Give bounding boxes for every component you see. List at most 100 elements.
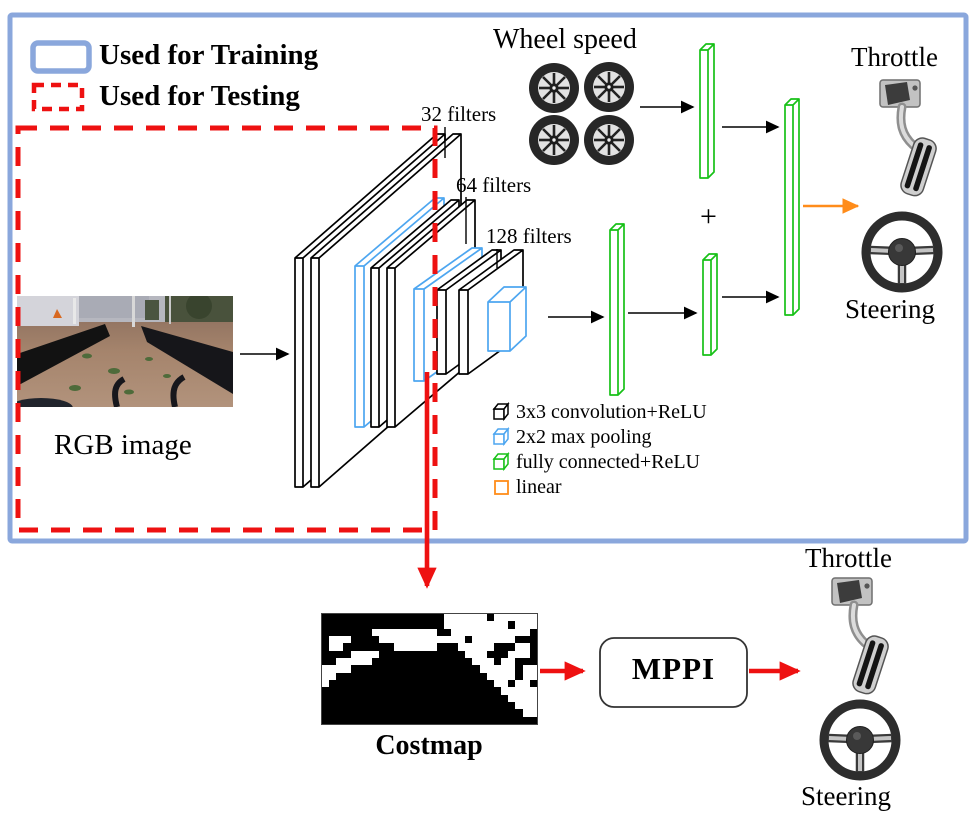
fc-cube-icon bbox=[492, 451, 510, 472]
costmap-cell bbox=[486, 694, 494, 702]
costmap-cell bbox=[436, 636, 444, 644]
costmap-cell bbox=[450, 716, 459, 724]
costmap-cell bbox=[422, 621, 430, 629]
costmap-cell bbox=[522, 709, 530, 717]
costmap-cell bbox=[386, 665, 394, 673]
testing-arrows bbox=[417, 372, 801, 681]
costmap-cell bbox=[322, 658, 330, 666]
costmap-cell bbox=[329, 702, 337, 710]
costmap-cell bbox=[364, 672, 373, 680]
costmap-cell bbox=[422, 694, 430, 702]
costmap-cell bbox=[522, 672, 530, 680]
costmap-cell bbox=[343, 658, 351, 666]
costmap-cell bbox=[364, 665, 373, 673]
steering-output-label: Steering bbox=[845, 294, 935, 324]
costmap-cell bbox=[343, 672, 351, 680]
costmap-cell bbox=[322, 716, 330, 724]
costmap-cell bbox=[343, 614, 351, 622]
costmap-cell bbox=[465, 628, 473, 636]
costmap-cell bbox=[400, 650, 408, 658]
costmap-cell bbox=[393, 650, 401, 658]
costmap-cell bbox=[329, 628, 337, 636]
costmap-cell bbox=[372, 621, 380, 629]
costmap-cell bbox=[508, 687, 516, 695]
costmap-cell bbox=[486, 680, 494, 688]
costmap-cell bbox=[407, 680, 416, 688]
costmap-cell bbox=[429, 643, 437, 651]
costmap-cell bbox=[443, 636, 451, 644]
costmap-cell bbox=[515, 665, 523, 673]
costmap-cell bbox=[350, 672, 358, 680]
costmap-cell bbox=[508, 672, 516, 680]
costmap-cell bbox=[472, 621, 480, 629]
costmap-cell bbox=[529, 702, 537, 710]
costmap-cell bbox=[436, 680, 444, 688]
mppi-box bbox=[599, 637, 748, 708]
costmap-cell bbox=[422, 643, 430, 651]
costmap-cell bbox=[493, 665, 502, 673]
costmap-cell bbox=[436, 665, 444, 673]
costmap-cell bbox=[429, 650, 437, 658]
costmap-cell bbox=[386, 621, 394, 629]
costmap-cell bbox=[436, 716, 444, 724]
costmap-cell bbox=[493, 614, 502, 622]
costmap-cell bbox=[322, 694, 330, 702]
costmap-cell bbox=[407, 694, 416, 702]
costmap-cell bbox=[465, 650, 473, 658]
costmap-cell bbox=[407, 672, 416, 680]
costmap-cell bbox=[322, 665, 330, 673]
costmap-cell bbox=[393, 665, 401, 673]
costmap-cell bbox=[515, 650, 523, 658]
costmap-cell bbox=[429, 672, 437, 680]
costmap-cell bbox=[372, 716, 380, 724]
costmap-cell bbox=[429, 665, 437, 673]
costmap-cell bbox=[429, 658, 437, 666]
costmap-cell bbox=[486, 702, 494, 710]
flow-arrows bbox=[240, 100, 780, 361]
costmap-cell bbox=[450, 650, 459, 658]
costmap-cell bbox=[407, 702, 416, 710]
costmap-cell bbox=[393, 628, 401, 636]
costmap-cell bbox=[479, 702, 487, 710]
costmap-cell bbox=[479, 650, 487, 658]
costmap-cell bbox=[343, 643, 351, 651]
costmap-cell bbox=[422, 665, 430, 673]
costmap-cell bbox=[429, 628, 437, 636]
costmap-image bbox=[321, 613, 538, 725]
costmap-cell bbox=[415, 614, 423, 622]
costmap-cell bbox=[472, 665, 480, 673]
costmap-cell bbox=[515, 716, 523, 724]
costmap-cell bbox=[379, 614, 387, 622]
costmap-cell bbox=[458, 643, 466, 651]
costmap-cell bbox=[379, 687, 387, 695]
costmap-cell bbox=[529, 716, 537, 724]
costmap-cell bbox=[493, 716, 502, 724]
costmap-cell bbox=[515, 680, 523, 688]
costmap-cell bbox=[393, 702, 401, 710]
costmap-cell bbox=[486, 614, 494, 622]
costmap-cell bbox=[379, 628, 387, 636]
costmap-cell bbox=[415, 621, 423, 629]
costmap-cell bbox=[322, 628, 330, 636]
costmap-cell bbox=[400, 636, 408, 644]
costmap-cell bbox=[407, 665, 416, 673]
wheel-speed-label: Wheel speed bbox=[493, 24, 637, 55]
costmap-cell bbox=[357, 709, 365, 717]
costmap-cell bbox=[493, 672, 502, 680]
costmap-cell bbox=[379, 636, 387, 644]
costmap-cell bbox=[364, 614, 373, 622]
costmap-cell bbox=[450, 636, 459, 644]
costmap-cell bbox=[386, 636, 394, 644]
costmap-cell bbox=[336, 621, 344, 629]
costmap-cell bbox=[364, 650, 373, 658]
costmap-cell bbox=[515, 672, 523, 680]
costmap-cell bbox=[479, 672, 487, 680]
costmap-cell bbox=[379, 702, 387, 710]
costmap-cell bbox=[515, 709, 523, 717]
steering-output-label-bottom: Steering bbox=[801, 781, 891, 811]
costmap-cell bbox=[329, 709, 337, 717]
costmap-cell bbox=[415, 643, 423, 651]
costmap-cell bbox=[407, 643, 416, 651]
steering-wheel-icon bbox=[866, 216, 938, 288]
costmap-cell bbox=[415, 672, 423, 680]
